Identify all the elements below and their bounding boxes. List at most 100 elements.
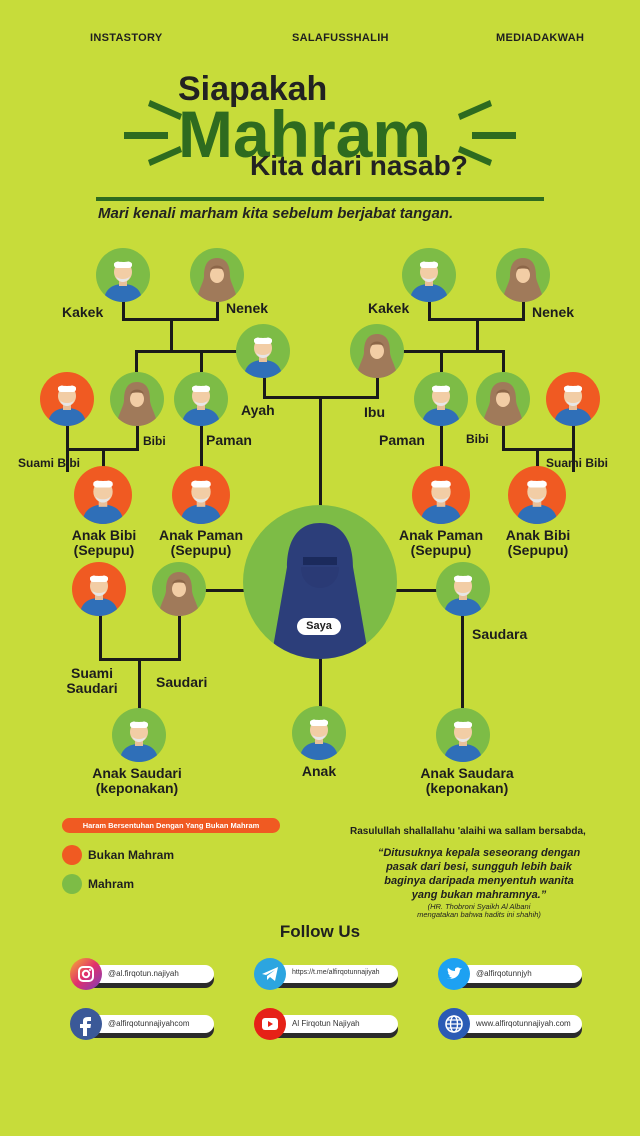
header-instastory: INSTASTORY: [90, 32, 163, 44]
legend-banner: Haram Bersentuhan Dengan Yang Bukan Mahr…: [62, 818, 280, 833]
social-telegram[interactable]: https://t.me/alfirqotunnajiyah: [254, 958, 402, 990]
label-line: Saudari: [66, 680, 118, 696]
avatar-paman-right: [414, 372, 468, 426]
social-website[interactable]: www.alfirqotunnajiyah.com: [438, 1008, 586, 1040]
avatar-anak-paman-left: [172, 466, 230, 524]
twitter-icon: [438, 958, 470, 990]
label-line: (Sepupu): [507, 542, 569, 558]
hadith-line: yang bukan mahramnya.”: [411, 889, 547, 901]
avatar-bibi-left: [110, 372, 164, 426]
telegram-handle: https://t.me/alfirqotunnajiyah: [292, 969, 380, 976]
label-suami-bibi-left: Suami Bibi: [18, 456, 81, 470]
hadith-source: mengatakan bahwa hadits ini shahih): [417, 910, 541, 919]
avatar-anak-bibi-left: [74, 466, 132, 524]
hadith-line: baginya daripada menyentuh wanita: [384, 875, 574, 887]
label-line: (Sepupu): [73, 542, 135, 558]
label-nenek-right: Nenek: [532, 304, 575, 320]
pill-bar: [264, 1015, 398, 1033]
label-kakek-left: Kakek: [62, 304, 104, 320]
twitter-handle: @alfirqotunnjyh: [476, 969, 532, 978]
avatar-anak-paman-right: [412, 466, 470, 524]
avatar-bibi-right: [476, 372, 530, 426]
avatar-suami-bibi-left: [40, 372, 94, 426]
legend-dot-mahram: [62, 874, 82, 894]
label-saudara: Saudara: [472, 626, 528, 642]
label-line: Anak Paman: [158, 527, 244, 543]
social-twitter[interactable]: @alfirqotunnjyh: [438, 958, 586, 990]
globe-icon: [438, 1008, 470, 1040]
label-line: Suami: [70, 665, 114, 681]
header-mediadakwah: MEDIADAKWAH: [496, 32, 585, 44]
avatar-suami-bibi-right: [546, 372, 600, 426]
label-line: (Sepupu): [410, 542, 472, 558]
label-line: Anak Paman: [398, 527, 484, 543]
pill-bar: [448, 1015, 582, 1033]
avatar-anak-saudara: [436, 708, 490, 762]
hadith-line: “Ditusuknya kepala seseorang dengan: [377, 847, 581, 859]
avatar-ibu: [350, 324, 404, 378]
label-line: Anak Saudara: [420, 765, 514, 781]
title-decoration: [96, 100, 544, 201]
hadith-source: (HR. Thobroni Syaikh Al Albani: [427, 902, 531, 911]
label-line: Anak Bibi: [505, 527, 571, 543]
social-facebook[interactable]: @alfirqotunnajiyahcom: [70, 1008, 218, 1040]
avatar-saudara: [436, 562, 490, 616]
saya-avatar: [243, 505, 397, 659]
legend-bukan-mahram: Bukan Mahram: [88, 848, 175, 862]
hadith-line: pasak dari besi, sungguh lebih baik: [386, 861, 572, 873]
label-bibi-right: Bibi: [466, 432, 489, 446]
social-youtube[interactable]: Al Firqotun Najiyah: [254, 1008, 402, 1040]
social-instagram[interactable]: @al.firqotun.najiyah: [70, 958, 218, 990]
label-anak-paman-left: Anak Paman(Sepupu): [159, 528, 243, 558]
youtube-handle: Al Firqotun Najiyah: [292, 1019, 360, 1028]
pill-bar: [80, 1015, 214, 1033]
title-line3: Kita dari nasab?: [250, 150, 468, 181]
label-anak-paman-right: Anak Paman(Sepupu): [399, 528, 483, 558]
label-suami-bibi-right: Suami Bibi: [546, 456, 609, 470]
label-line: Anak Saudari: [92, 765, 182, 781]
label-paman-right: Paman: [379, 432, 425, 448]
subtitle: Mari kenali marham kita sebelum berjabat…: [98, 205, 454, 222]
legend-mahram: Mahram: [88, 877, 135, 891]
label-anak-bibi-left: Anak Bibi(Sepupu): [72, 528, 137, 558]
follow-title: Follow Us: [279, 922, 361, 941]
label-paman-left: Paman: [206, 432, 252, 448]
instagram-handle: @al.firqotun.najiyah: [108, 969, 179, 978]
label-anak-saudari: Anak Saudari(keponakan): [92, 766, 181, 796]
avatar-nenek-right: [496, 248, 550, 302]
title-line1: Siapakah: [178, 70, 328, 108]
label-anak-bibi-right: Anak Bibi(Sepupu): [506, 528, 571, 558]
avatar-kakek-left: [96, 248, 150, 302]
avatar-saudari: [152, 562, 206, 616]
label-ibu: Ibu: [364, 404, 385, 420]
label-line: (Sepupu): [170, 542, 232, 558]
avatar-anak: [292, 706, 346, 760]
label-line: Anak Bibi: [71, 527, 137, 543]
pill-bar: [264, 965, 398, 983]
pill-bar: [80, 965, 214, 983]
facebook-handle: @alfirqotunnajiyahcom: [108, 1019, 190, 1028]
label-line: (keponakan): [425, 780, 509, 796]
label-nenek-left: Nenek: [226, 300, 269, 316]
facebook-icon: [70, 1008, 102, 1040]
header-salafusshalih: SALAFUSSHALIH: [292, 32, 389, 44]
avatar-paman-left: [174, 372, 228, 426]
avatar-anak-bibi-right: [508, 466, 566, 524]
avatar-anak-saudari: [112, 708, 166, 762]
title-mahram: Mahram: [178, 97, 432, 171]
label-kakek-right: Kakek: [368, 300, 410, 316]
label-line: (keponakan): [95, 780, 179, 796]
telegram-icon: [254, 958, 286, 990]
label-bibi-left: Bibi: [143, 434, 166, 448]
avatar-nenek-left: [190, 248, 244, 302]
avatar-ayah: [236, 324, 290, 378]
saya-label: Saya: [297, 618, 341, 635]
hadith-intro: Rasulullah shallallahu 'alaihi wa sallam…: [350, 826, 586, 837]
avatar-suami-saudari: [72, 562, 126, 616]
legend-dot-bukan: [62, 845, 82, 865]
avatar-kakek-right: [402, 248, 456, 302]
label-saudari: Saudari: [156, 674, 208, 690]
label-ayah: Ayah: [241, 402, 275, 418]
label-anak-saudara: Anak Saudara(keponakan): [420, 766, 513, 796]
